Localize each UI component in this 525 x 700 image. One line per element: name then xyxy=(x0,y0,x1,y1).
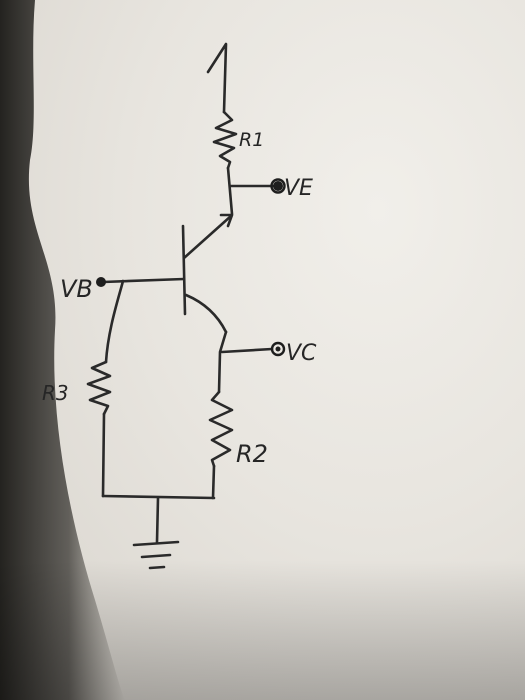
label-r1: R1 xyxy=(239,129,264,151)
ve-node xyxy=(273,181,283,191)
ground-symbol xyxy=(132,540,180,570)
emitter-arrow xyxy=(219,213,234,228)
r2-to-ground-wire xyxy=(211,464,216,500)
vc-node xyxy=(270,341,286,357)
transistor-base-bar xyxy=(181,224,187,316)
label-r2: R2 xyxy=(236,440,268,468)
r1-to-emitter-wire xyxy=(226,166,234,216)
transistor-collector-lead xyxy=(184,293,228,334)
label-ve: VE xyxy=(284,176,313,201)
r3-to-ground-wire xyxy=(101,412,106,498)
label-vb: VB xyxy=(60,275,93,303)
resistor-r2 xyxy=(208,390,234,468)
label-r3: R3 xyxy=(42,381,69,405)
collector-wire xyxy=(217,330,228,394)
vc-tap-wire xyxy=(220,347,274,354)
left-branch-wire xyxy=(104,279,125,364)
resistor-r1 xyxy=(212,110,238,170)
resistor-r3 xyxy=(86,360,112,416)
base-wire xyxy=(101,277,186,284)
vb-node xyxy=(96,277,106,287)
supply-wire xyxy=(206,42,228,114)
ve-node-ring xyxy=(270,178,286,194)
transistor-emitter-lead xyxy=(182,214,233,260)
vc-node-dot xyxy=(275,346,281,352)
ground-stem xyxy=(155,496,160,544)
label-vc: VC xyxy=(286,341,317,366)
